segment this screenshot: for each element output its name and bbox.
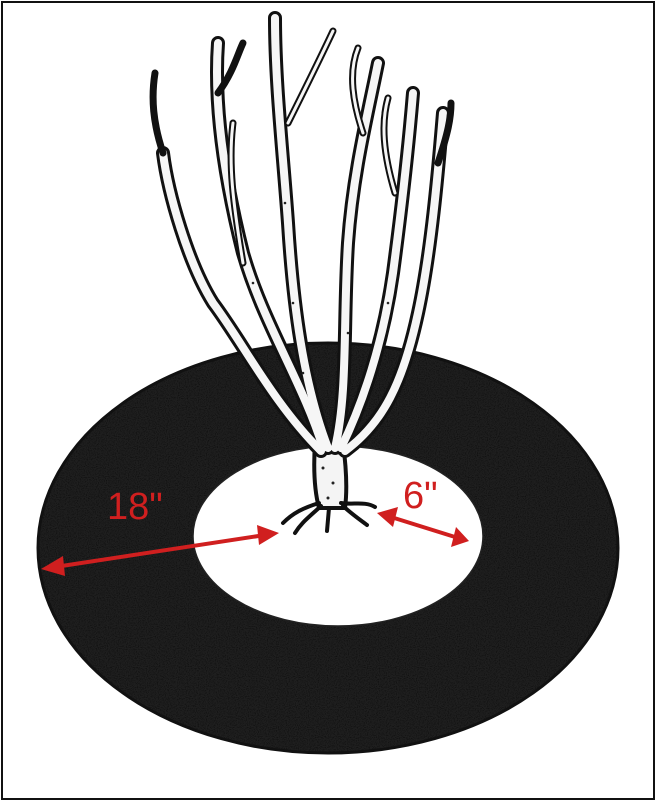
dimension-label-6: 6" (403, 477, 438, 515)
mulching-diagram (3, 3, 655, 800)
dimension-label-18: 18" (107, 488, 163, 526)
